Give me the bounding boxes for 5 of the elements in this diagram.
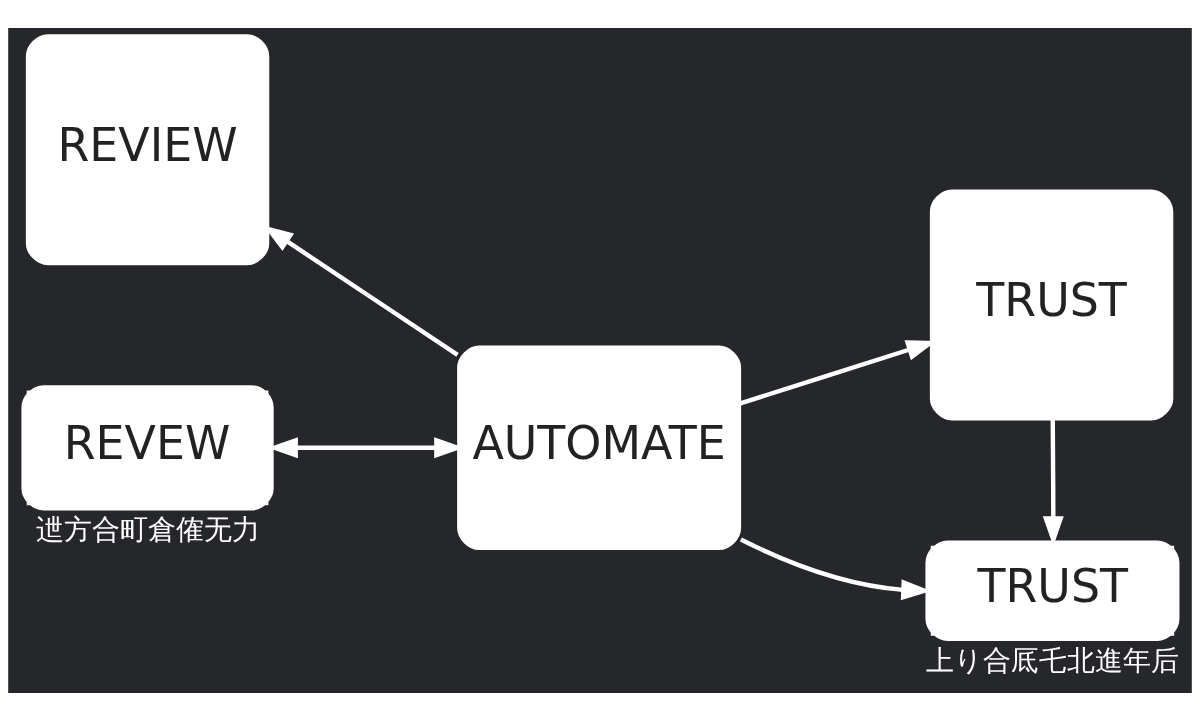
node-label: 迣方合町倉傕无力 xyxy=(35,512,260,546)
node-label: 上り合厎乇北進年后 xyxy=(926,643,1180,677)
node-box: REVIEW xyxy=(25,33,270,265)
node-box: AUTOMATE xyxy=(457,345,742,550)
node-box: TRUST xyxy=(929,188,1174,420)
